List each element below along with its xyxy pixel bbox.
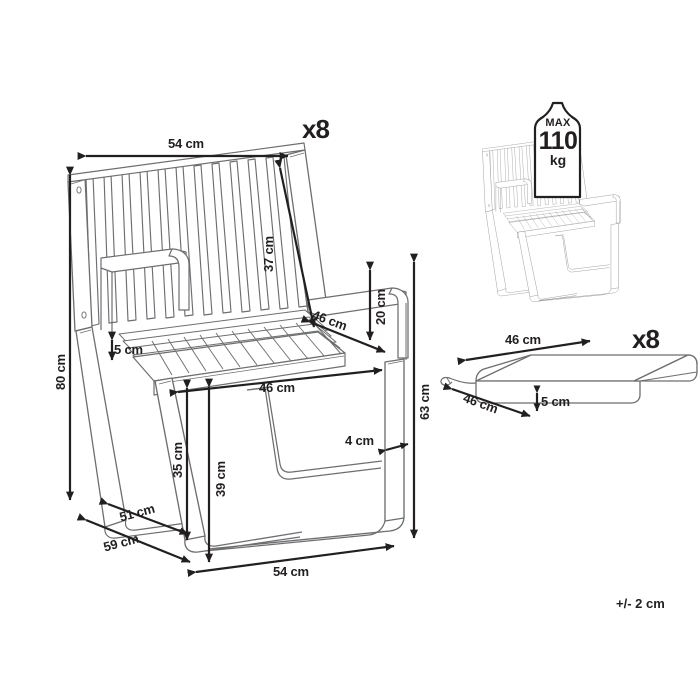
dim-overall-depth-right: 63 cm — [417, 384, 432, 420]
dim-seat-height: 35 cm — [170, 442, 185, 478]
dim-back-width: 54 cm — [168, 136, 204, 151]
dim-armrest-height: 20 cm — [373, 289, 388, 325]
weight-capacity-badge: MAX 110 kg — [529, 117, 587, 168]
weight-max-label: MAX — [545, 117, 571, 129]
dimline-cushion-depth — [442, 382, 531, 418]
dimline-seat-depth — [300, 315, 386, 354]
dim-seat-thickness: 5 cm — [114, 342, 143, 357]
dim-base-width: 54 cm — [273, 564, 309, 579]
dim-frame-thickness: 4 cm — [345, 433, 374, 448]
tolerance-note: +/- 2 cm — [616, 596, 665, 611]
chair-quantity-label: x8 — [302, 114, 330, 144]
weight-value: 110 — [538, 127, 578, 155]
weight-tag-shape — [533, 101, 582, 199]
dimension-lines — [66, 152, 591, 578]
weight-unit: kg — [549, 152, 567, 168]
cushion-quantity-label: x8 — [632, 324, 660, 354]
dim-cushion-width: 46 cm — [505, 332, 541, 347]
dimline-back-height — [274, 158, 317, 328]
dimline-overall-depth — [76, 513, 191, 564]
dim-seat-width: 46 cm — [259, 380, 295, 395]
dimline-base-width — [187, 543, 395, 578]
dimline-cushion-width — [457, 338, 591, 366]
dim-back-height: 37 cm — [261, 236, 276, 272]
dim-total-height: 80 cm — [53, 354, 68, 390]
dimline-frame-thickness — [377, 442, 409, 456]
dim-front-seat-height: 39 cm — [213, 461, 228, 497]
dim-cushion-thickness: 5 cm — [541, 394, 570, 409]
